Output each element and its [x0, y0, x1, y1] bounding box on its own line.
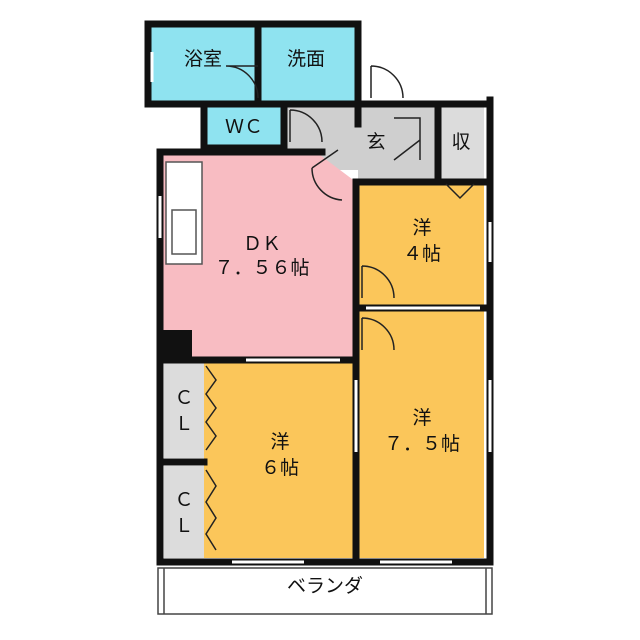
closet-upper-label-top: Ｃ [174, 387, 193, 409]
closet-lower-label-top: Ｃ [174, 489, 193, 511]
western-small-fill [358, 182, 484, 308]
entrance-label: 玄 [366, 131, 385, 153]
kitchen-sink [171, 209, 197, 255]
western-large-size: ７．５帖 [384, 433, 460, 455]
windows [150, 52, 492, 564]
western-medium-label: 洋 [270, 431, 289, 453]
western-small-size: ４帖 [403, 243, 441, 265]
washroom-label: 洗面 [287, 48, 325, 70]
dk-label: ＤＫ [243, 233, 281, 255]
western-small-label: 洋 [412, 217, 431, 239]
kitchen-pillar [160, 330, 192, 360]
closet-lower-label-bottom: Ｌ [174, 515, 193, 537]
closet-lower-fill [164, 466, 204, 558]
western-medium-fill [204, 362, 356, 558]
doors [225, 65, 475, 351]
closet-upper-fill [164, 362, 204, 458]
dk-fill [160, 155, 356, 358]
bathroom-label: 浴室 [184, 48, 222, 70]
storage-label: 収 [451, 131, 470, 153]
toilet-label: ＷＣ [225, 116, 263, 138]
entrance-fill [358, 104, 438, 182]
western-medium-size: ６帖 [261, 457, 299, 479]
western-large-label: 洋 [412, 407, 431, 429]
balcony-area [157, 567, 493, 615]
western-large-fill [358, 308, 484, 558]
balcony-label: ベランダ [287, 575, 363, 597]
storage-fill [438, 104, 484, 182]
dk-size: ７．５６帖 [214, 257, 309, 279]
closet-doors [205, 365, 217, 551]
closet-upper-label-bottom: Ｌ [174, 413, 193, 435]
bathroom-fill [148, 24, 258, 104]
washroom-fill [258, 24, 358, 104]
toilet-fill [204, 104, 284, 148]
